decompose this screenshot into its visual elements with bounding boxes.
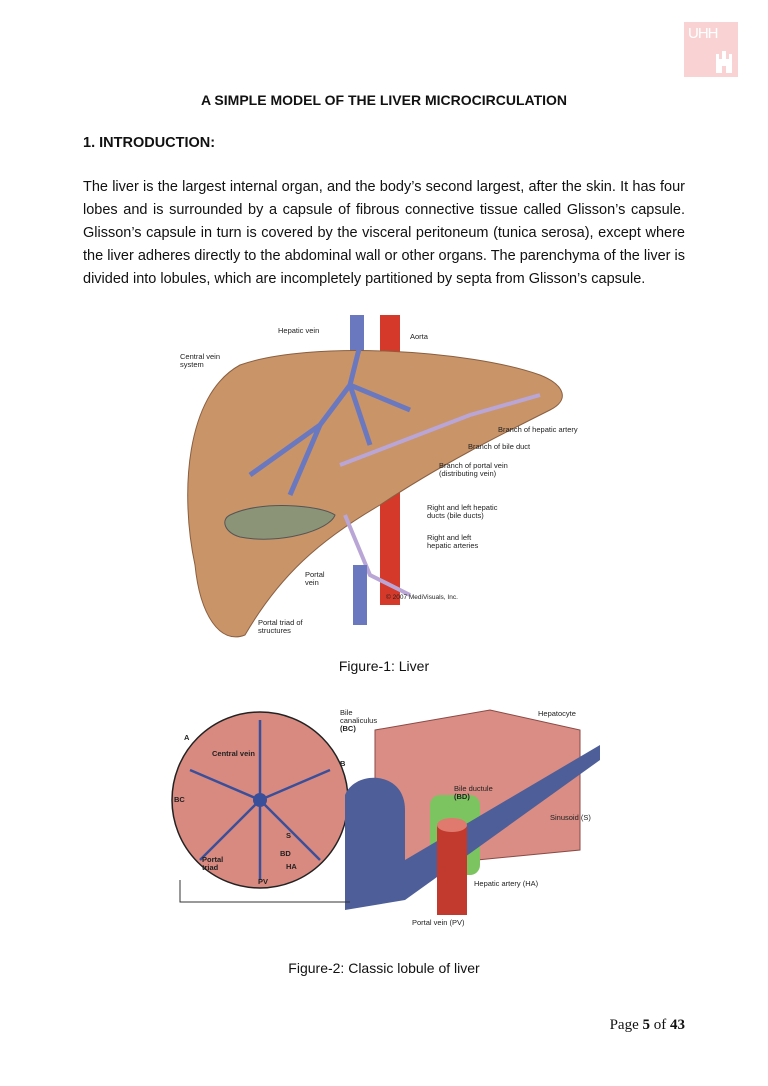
- label-portal-triad: Portal triad of: [258, 618, 303, 627]
- lobule-figure: A B Central vein BC S BD HA PV Portal tr…: [160, 700, 610, 930]
- document-title: A SIMPLE MODEL OF THE LIVER MICROCIRCULA…: [200, 92, 568, 108]
- label-bc-short: BC: [174, 795, 185, 804]
- figure2-caption: Figure-2: Classic lobule of liver: [288, 960, 480, 976]
- lobule-illustration: [171, 709, 600, 915]
- label-portal-triad: Portal: [202, 855, 224, 864]
- label-portal-vein-branch: Branch of portal vein: [439, 461, 508, 470]
- label-bile-duct-branch: Branch of bile duct: [468, 442, 531, 451]
- label-bile-ductule: Bile ductule: [454, 784, 493, 793]
- label-portal-vein: Portal: [305, 570, 325, 579]
- logo-text: UHH: [688, 25, 718, 42]
- of-word: of: [653, 1017, 667, 1033]
- current-page: 5: [642, 1017, 651, 1033]
- label-hepatic-vein: Hepatic vein: [278, 326, 320, 335]
- label-hepatic-artery-branch: Branch of hepatic artery: [498, 425, 578, 434]
- university-logo: UHH: [684, 22, 738, 77]
- label-bile-canaliculus-3: (BC): [340, 724, 356, 733]
- intro-paragraph: The liver is the largest internal organ,…: [83, 179, 685, 287]
- label-hepatic-ducts: Right and left hepatic: [427, 503, 498, 512]
- label-hepatocyte: Hepatocyte: [538, 709, 576, 718]
- label-s-short: S: [286, 831, 292, 840]
- label-hepatic-artery: Hepatic artery (HA): [474, 879, 539, 888]
- label-panel-b: B: [340, 759, 346, 768]
- label-pv-short: PV: [258, 877, 269, 886]
- label-portal-vein-2: vein: [305, 578, 319, 587]
- figure1-caption: Figure-1: Liver: [338, 658, 430, 674]
- label-central-vein: Central vein: [180, 352, 221, 361]
- label-portal-vein: Portal vein (PV): [412, 918, 465, 927]
- total-pages: 43: [670, 1017, 685, 1033]
- label-sinusoid: Sinusoid (S): [550, 813, 591, 822]
- copyright-text: © 2007 MediVisuals, Inc.: [386, 594, 458, 601]
- castle-icon: [716, 51, 732, 73]
- label-hepatic-arteries-2: hepatic arteries: [427, 541, 479, 550]
- label-portal-triad-2: triad: [202, 863, 219, 872]
- label-bile-canaliculus-2: canaliculus: [340, 716, 378, 725]
- label-hepatic-ducts-2: ducts (bile ducts): [427, 511, 484, 520]
- label-bile-canaliculus: Bile: [340, 708, 353, 717]
- label-portal-vein-branch-2: (distributing vein): [439, 469, 497, 478]
- page-number: Page 5 of 43: [610, 1017, 685, 1034]
- label-bile-ductule-2: (BD): [454, 792, 470, 801]
- liver-illustration: [187, 315, 563, 638]
- label-hepatic-arteries: Right and left: [427, 533, 472, 542]
- label-central-vein: Central vein: [212, 749, 255, 758]
- liver-figure: Hepatic vein Aorta Central vein system B…: [170, 315, 600, 645]
- label-portal-triad-2: structures: [258, 626, 291, 635]
- label-aorta: Aorta: [410, 332, 428, 341]
- section-heading: 1. INTRODUCTION:: [83, 135, 216, 151]
- label-bd-short: BD: [280, 849, 291, 858]
- label-panel-a: A: [184, 733, 190, 742]
- label-ha-short: HA: [286, 862, 297, 871]
- page-word: Page: [609, 1017, 639, 1033]
- label-central-vein-2: system: [180, 360, 204, 369]
